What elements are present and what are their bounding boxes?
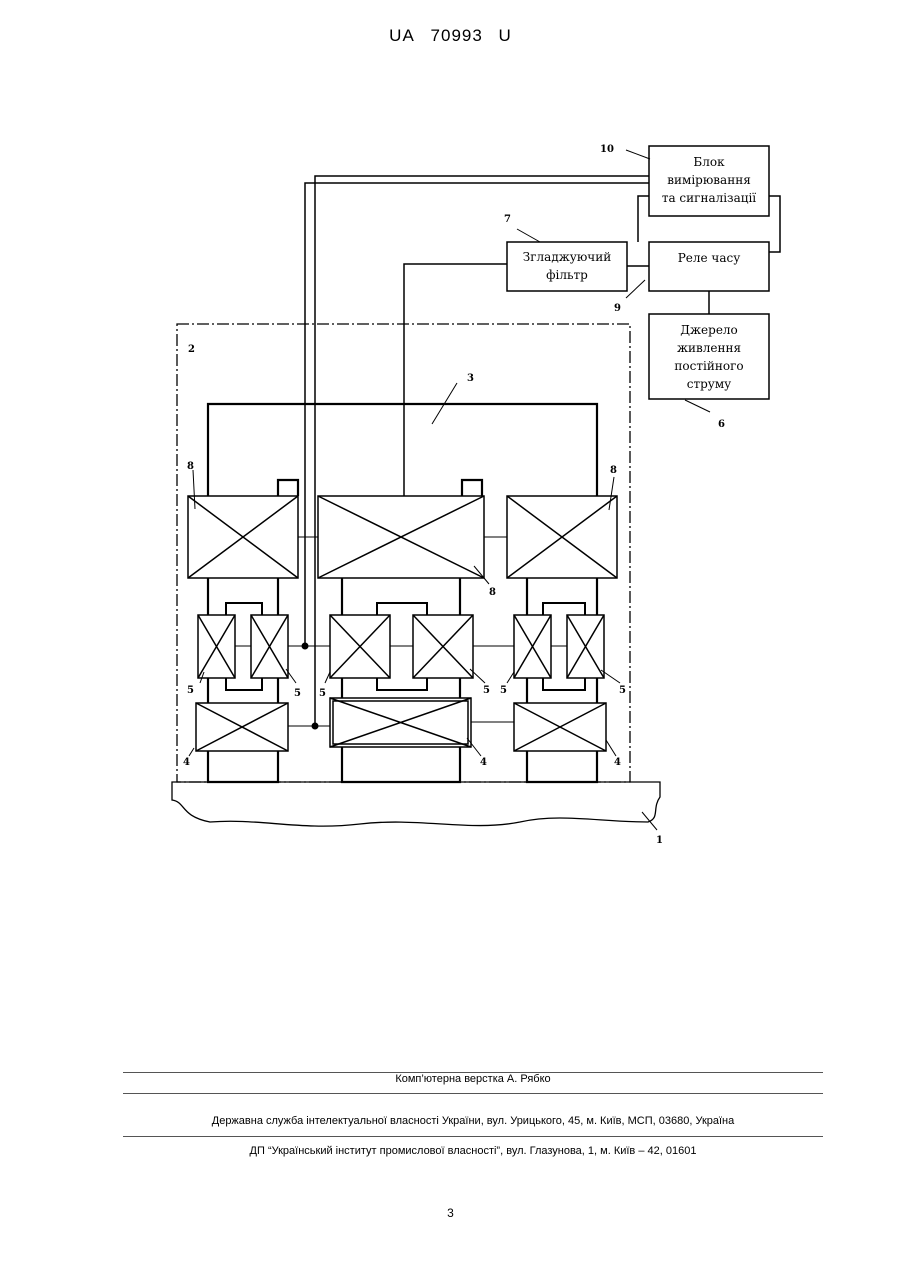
coil-8-center: [318, 496, 484, 578]
block-power-line1: Джерело: [680, 323, 738, 337]
page-number: 3: [0, 1206, 901, 1220]
footer-rule-2: [123, 1093, 823, 1094]
magnetic-core: [208, 404, 597, 782]
leader-lines: [189, 150, 710, 830]
ref-8-left: 8: [187, 461, 194, 472]
ref-5-a: 5: [187, 685, 194, 696]
block-measurement-line1: Блок: [693, 155, 725, 169]
ref-4-center: 4: [480, 757, 487, 768]
footer-agency: Державна служба інтелектуальної власност…: [123, 1115, 823, 1127]
footer-institute: ДП “Український інститут промислової вла…: [123, 1145, 823, 1157]
ref-6: 6: [718, 419, 725, 430]
ref-10: 10: [600, 144, 614, 155]
coil-8-right: [507, 496, 617, 578]
ref-9: 9: [614, 303, 621, 314]
junction-dot-lower: [312, 723, 319, 730]
block-filter-line1: Згладжуючий: [523, 250, 611, 264]
block-power-line4: струму: [687, 377, 732, 391]
ref-8-right: 8: [610, 465, 617, 476]
base-plate-1: [172, 782, 660, 826]
ref-8-center: 8: [489, 587, 496, 598]
block-filter-line2: фільтр: [546, 268, 588, 282]
ref-5-f: 5: [619, 685, 626, 696]
ref-2: 2: [188, 344, 195, 355]
block-measurement-line3: та сигналізації: [662, 191, 756, 205]
junction-dot-upper: [302, 643, 309, 650]
ref-4-right: 4: [614, 757, 621, 768]
ref-4-left: 4: [183, 757, 190, 768]
footer-rule-3: [123, 1136, 823, 1137]
ref-3: 3: [467, 373, 474, 384]
ref-5-c: 5: [319, 688, 326, 699]
ref-5-e: 5: [500, 685, 507, 696]
block-filter: Згладжуючий фільтр: [507, 242, 627, 291]
block-power-line2: живлення: [677, 341, 741, 355]
block-relay: Реле часу: [649, 242, 769, 291]
footer-layout-credit: Комп’ютерна верстка А. Рябко: [123, 1073, 823, 1085]
coil-8-left: [188, 496, 298, 578]
ref-1: 1: [656, 835, 663, 846]
coils-4: [196, 698, 606, 751]
block-measurement: Блок вимірювання та сигналізації: [649, 146, 769, 216]
block-power-source: Джерело живлення постійного струму: [649, 314, 769, 399]
block-measurement-line2: вимірювання: [667, 173, 751, 187]
ref-7: 7: [504, 214, 511, 225]
ref-5-b: 5: [294, 688, 301, 699]
block-power-line3: постійного: [674, 359, 743, 373]
ref-5-d: 5: [483, 685, 490, 696]
block-relay-label: Реле часу: [678, 251, 741, 265]
